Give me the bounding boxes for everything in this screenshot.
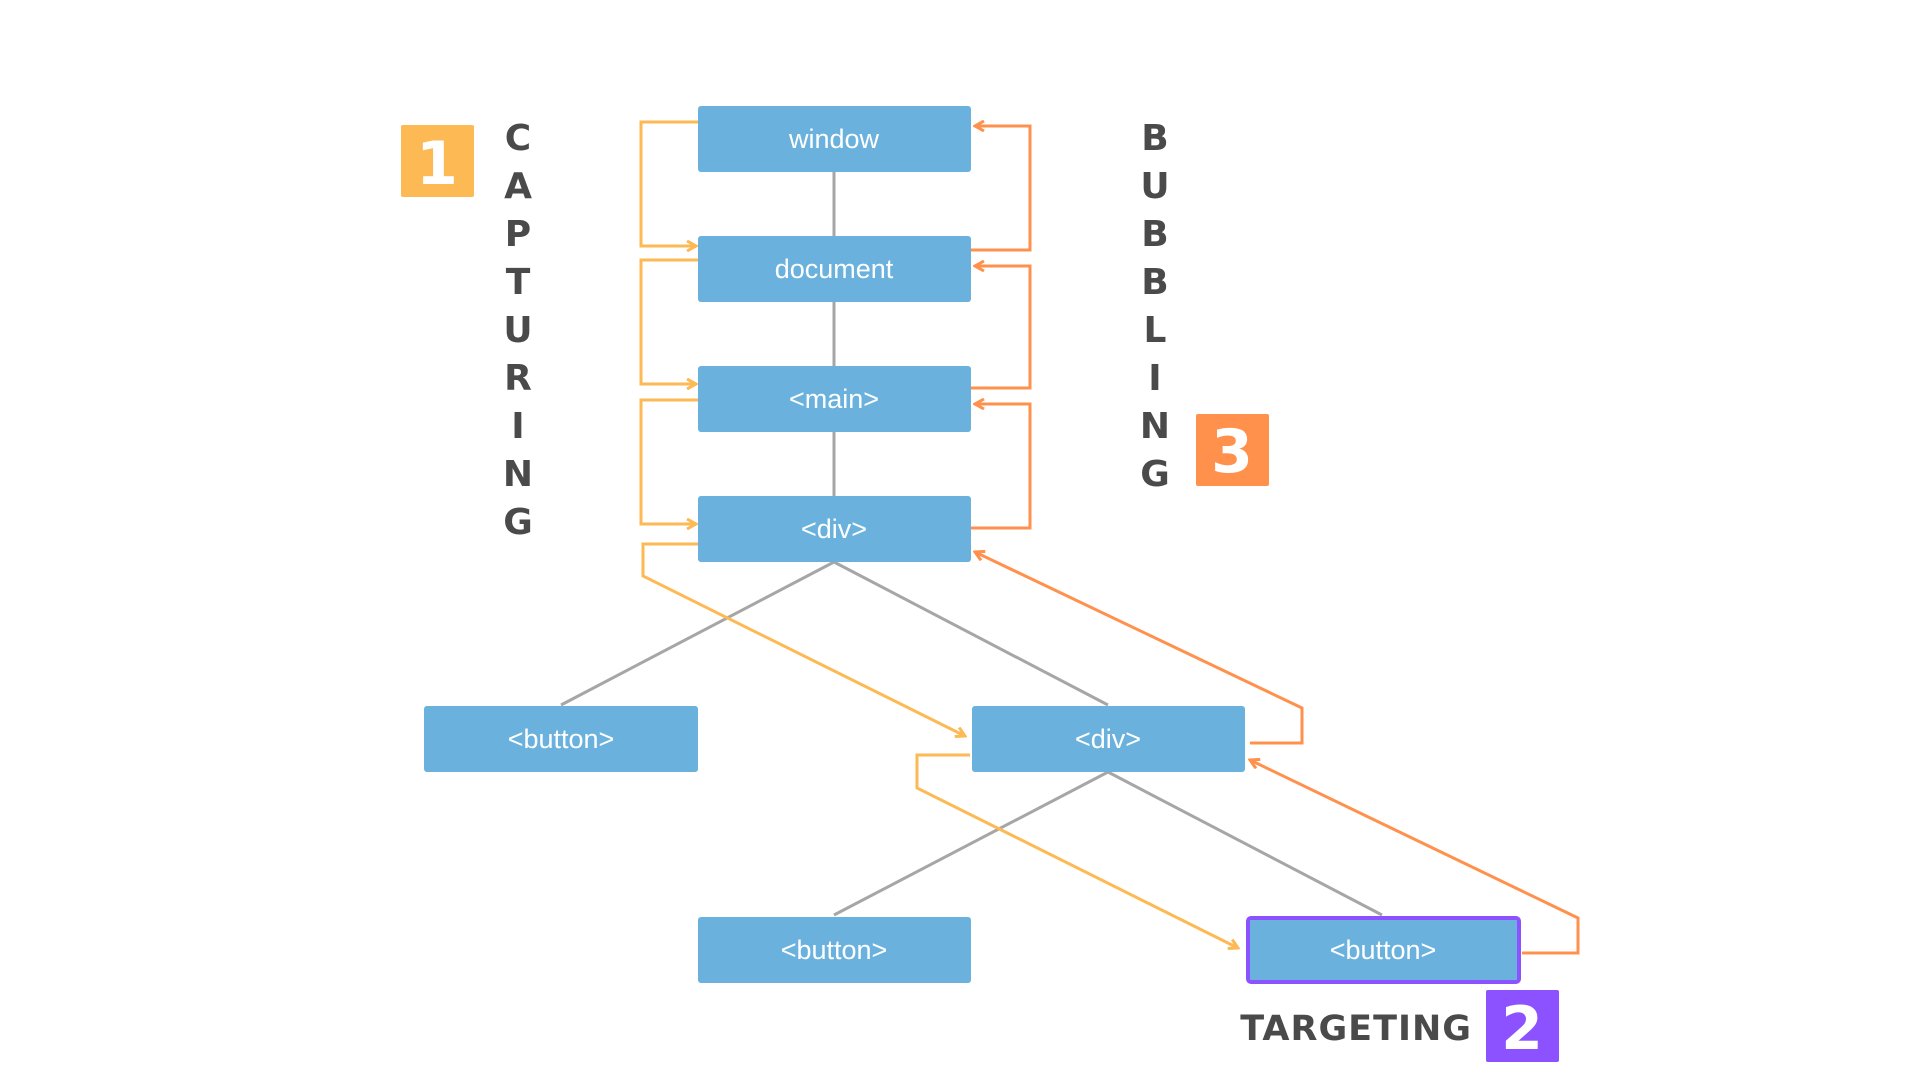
bubble-arrow-button-div2 [1250,760,1580,955]
bubble-arrow-div-main [970,404,1032,530]
edge-div2-button-bottom-left [833,770,1109,917]
node-div2: <div> [972,706,1245,772]
bubbling-phase-badge: 3 [1196,414,1269,487]
node-document-label: document [775,254,894,284]
capture-arrow-main-div [639,398,698,524]
node-button-left-label: <button> [508,724,615,754]
node-button-bottom-left-label: <button> [781,935,888,965]
node-button-target-label: <button> [1330,935,1437,965]
edge-div-div2 [833,560,1109,707]
node-window-label: window [788,124,880,154]
bubble-arrow-document-window [970,126,1032,252]
bubble-arrow-main-document [970,266,1032,390]
node-button-target: <button> [1246,916,1521,984]
node-button-left: <button> [424,706,698,772]
targeting-phase-badge: 2 [1486,990,1559,1064]
capturing-arrows [639,120,1238,948]
node-div: <div> [698,496,971,562]
edge-div2-button-target [1107,770,1383,917]
bubble-arrow-div2-div [975,552,1304,745]
edge-div-button-left [560,560,835,707]
bubbling-arrows [970,126,1580,955]
node-div2-label: <div> [1075,724,1141,754]
node-button-bottom-left: <button> [698,917,971,983]
capture-arrow-div-div2 [641,542,965,736]
node-main-label: <main> [789,384,879,414]
capturing-phase-badge: 1 [401,125,474,199]
node-div-label: <div> [801,514,867,544]
node-document: document [698,236,971,302]
bubbling-phase-number: 3 [1211,417,1253,487]
tree-connectors [560,172,1383,917]
capture-arrow-window-document [639,120,698,246]
capture-arrow-document-main [639,258,698,384]
targeting-phase-number: 2 [1501,994,1543,1064]
capture-arrow-div2-button [915,753,1238,948]
targeting-label: TARGETING [1240,1009,1472,1049]
node-window: window [698,106,971,172]
node-main: <main> [698,366,971,432]
capturing-phase-number: 1 [416,129,458,199]
